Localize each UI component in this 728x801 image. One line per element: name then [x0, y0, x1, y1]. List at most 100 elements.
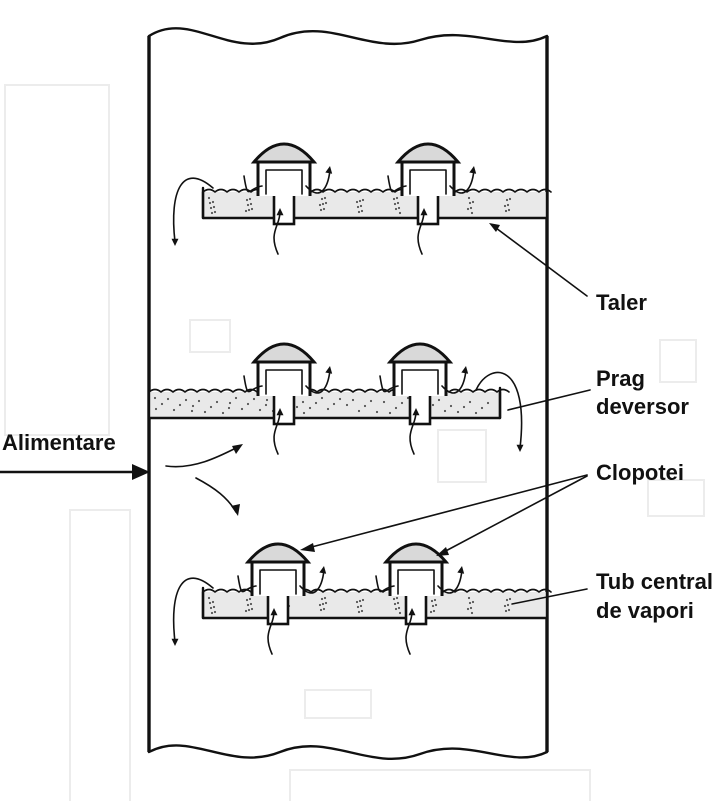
- vapor-out-left: [379, 375, 399, 393]
- froth-dot: [208, 201, 212, 205]
- froth-dot: [471, 200, 475, 204]
- froth-dot: [320, 597, 324, 601]
- froth-dot: [246, 203, 250, 207]
- froth-dot: [394, 607, 398, 611]
- froth-dot: [318, 603, 322, 607]
- froth-dot: [213, 210, 217, 214]
- froth-dot: [462, 405, 466, 409]
- froth-dot: [432, 609, 436, 613]
- froth-dot: [466, 207, 470, 211]
- froth-dot: [406, 396, 410, 400]
- cap-inner: [401, 369, 439, 395]
- froth-dot: [320, 396, 324, 400]
- froth-dot: [264, 403, 268, 407]
- froth-dot: [507, 208, 511, 212]
- froth-dot: [397, 606, 401, 610]
- froth-dot: [321, 202, 325, 206]
- vapor-out-left: [243, 175, 263, 193]
- tray-1: [171, 142, 552, 255]
- froth-dot: [252, 397, 256, 401]
- vapor-in-flow: [273, 411, 281, 455]
- froth-dot: [375, 410, 379, 414]
- froth-dot: [396, 201, 400, 205]
- froth-dot: [397, 206, 401, 210]
- froth-dot: [360, 209, 364, 213]
- froth-dot: [153, 396, 157, 400]
- froth-dot: [357, 210, 361, 214]
- vapor-out-right: [437, 569, 463, 594]
- bubble-cap: [237, 542, 325, 655]
- cap-inner: [259, 569, 297, 595]
- bubble-cap-leader-2: [439, 475, 588, 555]
- vapor-out-right: [441, 369, 467, 394]
- vapor-in-arrow-head: [408, 608, 416, 616]
- froth-dot: [392, 197, 396, 201]
- vapor-out-left: [387, 175, 407, 193]
- froth-dot: [474, 411, 478, 415]
- froth-dot: [507, 608, 511, 612]
- vapor-in-arrow-head: [412, 408, 420, 416]
- froth-dot: [209, 405, 213, 409]
- froth-dot: [363, 404, 367, 408]
- feed-label: Alimentare: [2, 430, 116, 455]
- feed-vapor-arrow: [165, 445, 241, 468]
- froth-dot: [430, 599, 434, 603]
- tray-leader: [491, 224, 588, 297]
- vapor-out-right: [305, 369, 331, 394]
- cap-inner: [409, 169, 447, 195]
- tray-2: [147, 342, 524, 455]
- leader-lines: [300, 223, 591, 605]
- froth-dot: [395, 196, 399, 200]
- froth-dot: [359, 604, 363, 608]
- froth-dot: [250, 207, 254, 211]
- vapor-in-flow: [417, 211, 425, 255]
- froth-dot: [437, 398, 441, 402]
- froth-dot: [358, 599, 362, 603]
- liquid-layer: [203, 192, 547, 218]
- froth-dot: [395, 596, 399, 600]
- riser-label-line2: de vapori: [596, 598, 694, 623]
- froth-dot: [505, 598, 509, 602]
- froth-dot: [356, 605, 360, 609]
- froth-dot: [320, 197, 324, 201]
- froth-dot: [468, 601, 472, 605]
- froth-dot: [210, 211, 214, 215]
- froth-dot: [248, 197, 252, 201]
- froth-dot: [249, 602, 253, 606]
- vapor-in-flow: [273, 211, 281, 255]
- froth-dot: [449, 404, 453, 408]
- froth-dot: [434, 603, 438, 607]
- froth-dot: [207, 596, 211, 600]
- froth-dot: [357, 409, 361, 413]
- froth-dot: [250, 607, 254, 611]
- vapor-out-left: [243, 375, 263, 393]
- weir-leader: [507, 389, 591, 411]
- froth-dot: [506, 603, 510, 607]
- vapor-out-arrow-head: [469, 166, 477, 174]
- froth-dot: [213, 610, 217, 614]
- froth-dot: [295, 405, 299, 409]
- froth-dot: [247, 608, 251, 612]
- froth-dot: [468, 400, 472, 404]
- froth-dot: [166, 397, 170, 401]
- froth-dot: [244, 609, 248, 613]
- froth-dot: [184, 398, 188, 402]
- froth-dot: [319, 608, 323, 612]
- froth-dot: [356, 205, 360, 209]
- column-top-break: [147, 27, 549, 46]
- bubble-cap-leader-1-head: [300, 543, 315, 552]
- froth-dot: [369, 399, 373, 403]
- froth-dot: [228, 401, 232, 405]
- froth-dot: [208, 601, 212, 605]
- vapor-in-arrow-head: [276, 408, 284, 416]
- vapor-out-arrow-head: [319, 566, 327, 574]
- bubble-cap: [375, 542, 463, 655]
- froth-dot: [358, 199, 362, 203]
- froth-dot: [308, 406, 312, 410]
- froth-dot: [456, 410, 460, 414]
- downcomer-flow: [172, 577, 214, 643]
- froth-dot: [433, 598, 437, 602]
- froth-dot: [382, 400, 386, 404]
- froth-dot: [470, 611, 474, 615]
